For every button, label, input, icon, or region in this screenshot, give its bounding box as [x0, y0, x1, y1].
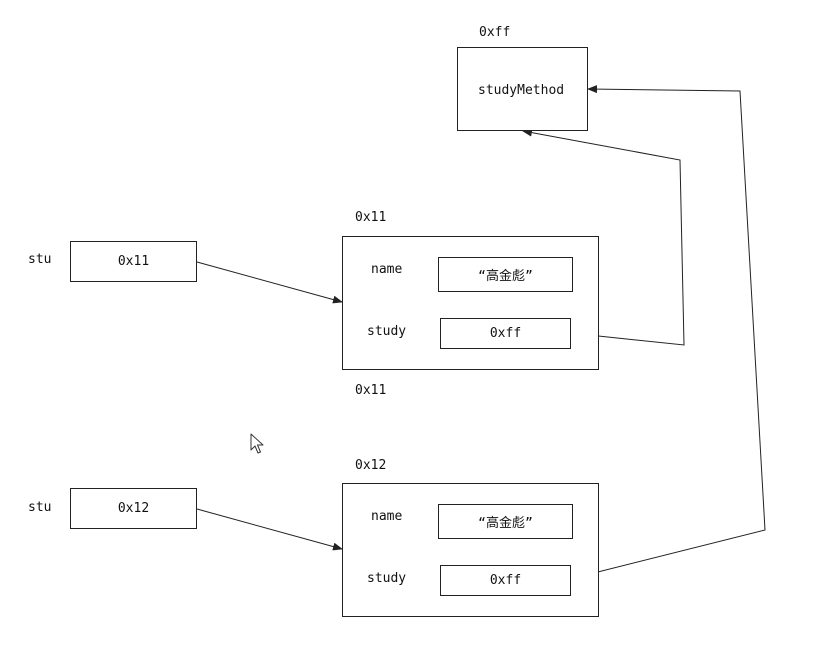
method-address-label: 0xff — [479, 25, 511, 40]
obj2-address-label: 0x12 — [355, 458, 387, 473]
obj1-study-field-label: study — [367, 324, 407, 339]
obj1-address-bottom-label: 0x11 — [355, 383, 387, 398]
obj1-study-field-value: 0xff — [440, 318, 571, 349]
study-method-name: studyMethod — [478, 83, 565, 98]
arrow-stu2-to-obj2 — [196, 508, 343, 551]
obj1-box: name “高金彪” study 0xff — [342, 236, 599, 370]
obj2-name-field-label: name — [371, 509, 403, 524]
arrow-stu1-to-obj1 — [196, 261, 343, 304]
mouse-cursor-icon — [250, 433, 264, 454]
var1-value-box: 0x11 — [70, 241, 197, 282]
obj1-name-field-value: “高金彪” — [438, 257, 573, 292]
obj2-study-field-label: study — [367, 571, 407, 586]
obj2-box: name “高金彪” study 0xff — [342, 483, 599, 617]
var1-label: stu — [28, 252, 52, 267]
var2-label: stu — [28, 500, 52, 515]
obj1-name-field-label: name — [371, 262, 403, 277]
study-method-box: studyMethod — [457, 47, 588, 131]
arrow-obj2-study-to-method — [569, 85, 766, 580]
obj2-name-field-value: “高金彪” — [438, 504, 573, 539]
var2-value-box: 0x12 — [70, 488, 197, 529]
obj2-study-field-value: 0xff — [440, 565, 571, 596]
obj1-address-top-label: 0x11 — [355, 210, 387, 225]
